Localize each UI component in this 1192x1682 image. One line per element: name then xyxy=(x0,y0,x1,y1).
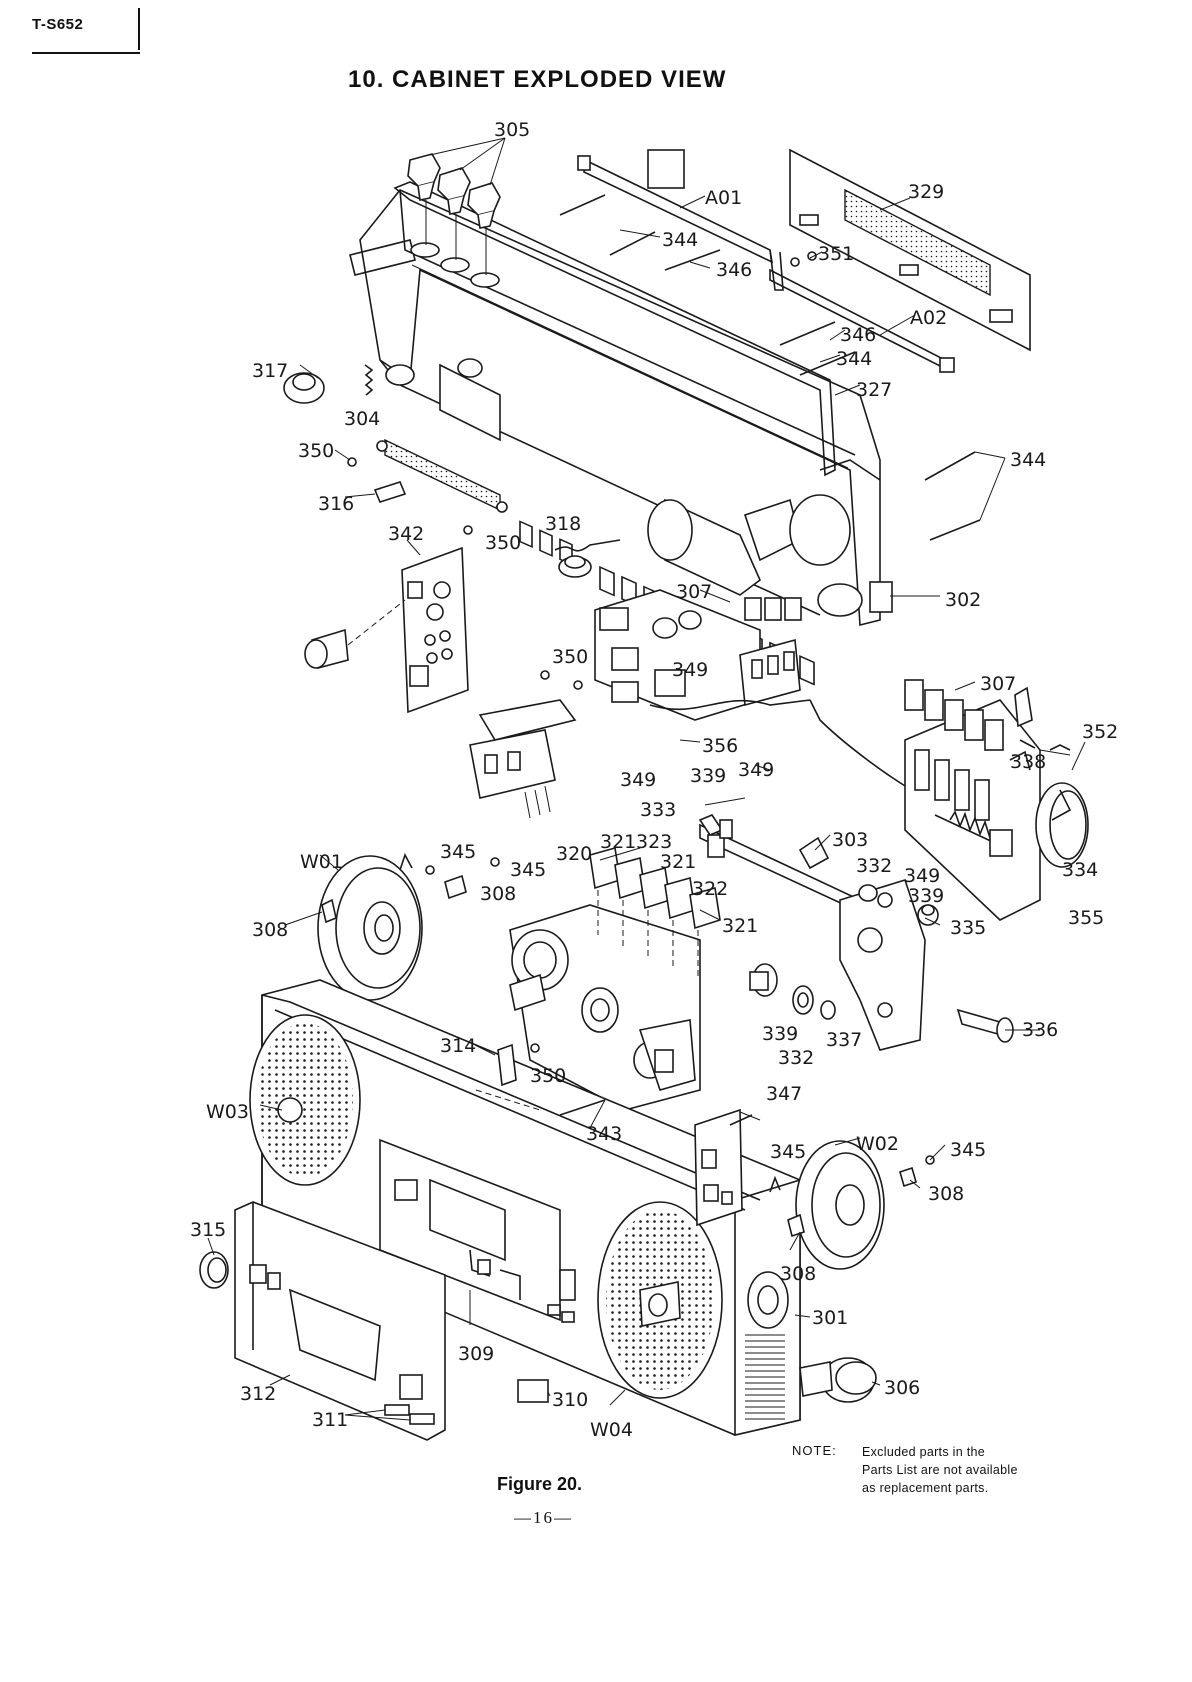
label-337: 337 xyxy=(826,1029,862,1051)
note-text: Excluded parts in the Parts List are not… xyxy=(862,1443,1018,1497)
left-parts xyxy=(283,364,621,714)
model-box-border-bottom xyxy=(32,52,140,54)
label-344: 344 xyxy=(836,348,872,370)
label-308: 308 xyxy=(780,1263,816,1285)
label-351: 351 xyxy=(818,243,854,265)
note-line: as replacement parts. xyxy=(862,1481,989,1495)
label-302: 302 xyxy=(945,589,981,611)
label-345: 345 xyxy=(440,841,476,863)
label-321: 321 xyxy=(722,915,758,937)
label-329: 329 xyxy=(908,181,944,203)
page-title: 10. CABINET EXPLODED VIEW xyxy=(348,66,727,93)
leader-lines xyxy=(207,137,1086,1421)
cassette-door-312 xyxy=(199,1201,446,1441)
label-314: 314 xyxy=(440,1035,476,1057)
label-316: 316 xyxy=(318,493,354,515)
label-315: 315 xyxy=(190,1219,226,1241)
label-332: 332 xyxy=(778,1047,814,1069)
label-346: 346 xyxy=(840,324,876,346)
label-336: 336 xyxy=(1022,1019,1058,1041)
label-350: 350 xyxy=(552,646,588,668)
label-307: 307 xyxy=(980,673,1016,695)
label-350: 350 xyxy=(298,440,334,462)
label-335: 335 xyxy=(950,917,986,939)
bracket-assembly xyxy=(469,670,583,819)
label-A02: A02 xyxy=(910,307,947,329)
label-323: 323 xyxy=(636,831,672,853)
label-308: 308 xyxy=(928,1183,964,1205)
screws-upper xyxy=(559,194,981,541)
label-305: 305 xyxy=(494,119,530,141)
speaker-W01 xyxy=(317,852,500,1001)
page-number: —16— xyxy=(514,1508,573,1527)
label-306: 306 xyxy=(884,1377,920,1399)
label-318: 318 xyxy=(545,513,581,535)
label-349: 349 xyxy=(672,659,708,681)
note-line: Excluded parts in the xyxy=(862,1445,986,1459)
label-349: 349 xyxy=(620,769,656,791)
handle-cover-329 xyxy=(789,148,1031,352)
figure-caption: Figure 20. xyxy=(497,1474,583,1494)
label-317: 317 xyxy=(252,360,288,382)
label-339: 339 xyxy=(762,1023,798,1045)
label-345: 345 xyxy=(770,1141,806,1163)
label-322: 322 xyxy=(692,878,728,900)
label-301: 301 xyxy=(812,1307,848,1329)
label-339: 339 xyxy=(908,885,944,907)
tape-mechanism xyxy=(509,814,1014,1111)
label-338: 338 xyxy=(1010,751,1046,773)
label-308: 308 xyxy=(252,919,288,941)
label-332: 332 xyxy=(856,855,892,877)
note-label: NOTE: xyxy=(792,1443,837,1458)
label-334: 334 xyxy=(1062,859,1098,881)
label-356: 356 xyxy=(702,735,738,757)
label-W02: W02 xyxy=(856,1133,899,1155)
antenna-rods xyxy=(577,149,955,373)
label-304: 304 xyxy=(344,408,380,430)
label-321: 321 xyxy=(600,831,636,853)
label-W03: W03 xyxy=(206,1101,249,1123)
knob-set-305 xyxy=(407,153,501,275)
label-350: 350 xyxy=(530,1065,566,1087)
model-number: T-S652 xyxy=(32,16,84,33)
function-switch-block-307 xyxy=(904,679,1089,921)
label-342: 342 xyxy=(388,523,424,545)
label-343: 343 xyxy=(586,1123,622,1145)
label-344: 344 xyxy=(1010,449,1046,471)
label-339: 339 xyxy=(690,765,726,787)
label-327: 327 xyxy=(856,379,892,401)
label-308: 308 xyxy=(480,883,516,905)
part-labels: 305 A01 329 344 351 346 A02 346 344 327 … xyxy=(190,119,1118,1441)
label-345: 345 xyxy=(510,859,546,881)
label-307: 307 xyxy=(676,581,712,603)
label-344: 344 xyxy=(662,229,698,251)
label-349: 349 xyxy=(738,759,774,781)
note-line: Parts List are not available xyxy=(862,1463,1018,1477)
label-346: 346 xyxy=(716,259,752,281)
label-W01: W01 xyxy=(300,851,343,873)
label-303: 303 xyxy=(832,829,868,851)
label-333: 333 xyxy=(640,799,676,821)
label-W04: W04 xyxy=(590,1419,633,1441)
front-cabinet-301 xyxy=(249,979,801,1437)
label-310: 310 xyxy=(552,1389,588,1411)
label-355: 355 xyxy=(1068,907,1104,929)
rear-cabinet-302 xyxy=(349,181,893,686)
model-box-border-right xyxy=(138,8,140,50)
label-349: 349 xyxy=(904,865,940,887)
label-320: 320 xyxy=(556,843,592,865)
model-number-box: T-S652 xyxy=(28,8,140,54)
label-A01: A01 xyxy=(705,187,742,209)
label-352: 352 xyxy=(1082,721,1118,743)
label-309: 309 xyxy=(458,1343,494,1365)
label-311: 311 xyxy=(312,1409,348,1431)
label-345: 345 xyxy=(950,1139,986,1161)
lower-right-parts xyxy=(475,1043,935,1403)
label-347: 347 xyxy=(766,1083,802,1105)
label-350: 350 xyxy=(485,532,521,554)
label-321: 321 xyxy=(660,851,696,873)
label-312: 312 xyxy=(240,1383,276,1405)
